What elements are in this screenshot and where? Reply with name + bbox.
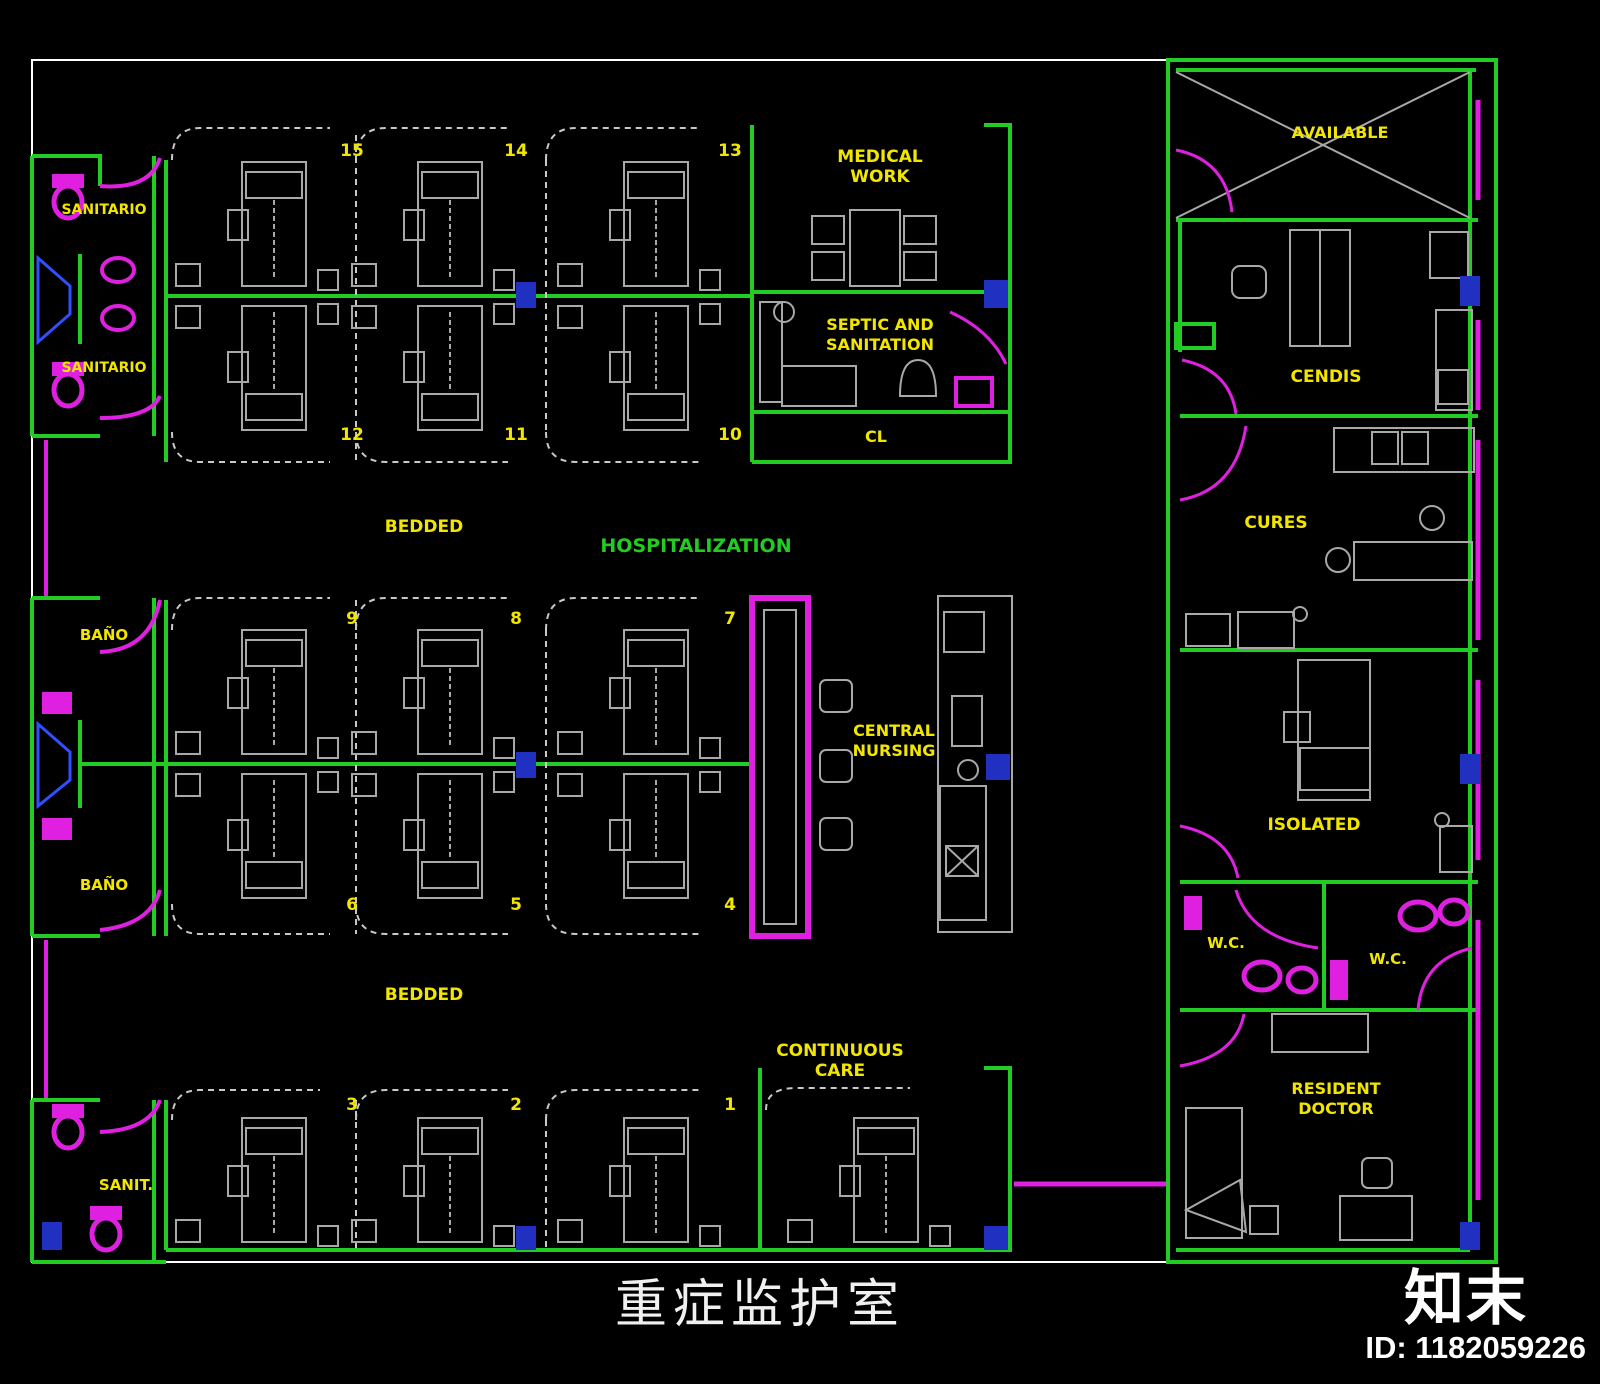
medical-work-furniture (759, 209, 938, 407)
label-resident-doctor-2: DOCTOR (1298, 1099, 1373, 1118)
bed-number: 3 (346, 1095, 358, 1115)
label-hospitalization: HOSPITALIZATION (600, 535, 791, 557)
curtains-bottom (171, 1087, 910, 1248)
label-sanit: SANIT. (99, 1176, 153, 1194)
column (516, 282, 536, 308)
label-wc-right: W.C. (1369, 950, 1407, 968)
column (516, 752, 536, 778)
right-wing (1166, 58, 1498, 1264)
label-cures: CURES (1244, 513, 1307, 533)
label-medical-work-2: WORK (850, 167, 910, 187)
bed-number: 5 (510, 895, 522, 915)
bed-block-top (164, 123, 1012, 464)
label-continuous-care-1: CONTINUOUS (776, 1041, 904, 1061)
label-cl: CL (865, 427, 887, 446)
bed-number: 2 (510, 1095, 522, 1115)
label-sanitario-mid: SANITARIO (61, 360, 146, 376)
curtains-top (171, 127, 700, 463)
label-bedded-bottom: BEDDED (385, 985, 464, 1005)
label-central-nursing-1: CENTRAL (853, 721, 935, 740)
label-septic-1: SEPTIC AND (826, 315, 933, 334)
bed-number: 8 (510, 609, 522, 629)
label-continuous-care-2: CARE (815, 1061, 865, 1081)
label-cendis: CENDIS (1291, 367, 1362, 387)
bed-number: 9 (346, 609, 358, 629)
bed-block-middle (80, 600, 750, 936)
label-bano-top: BAÑO (80, 625, 128, 644)
beds-bottom (175, 1117, 951, 1247)
column (984, 280, 1008, 308)
bed-number: 13 (718, 141, 742, 161)
bed-number: 12 (340, 425, 364, 445)
room-labels: MEDICAL WORK SEPTIC AND SANITATION CL BE… (61, 123, 1406, 1194)
label-wc-left: W.C. (1207, 934, 1245, 952)
label-central-nursing-2: NURSING (853, 741, 936, 760)
bed-number: 10 (718, 425, 742, 445)
bed-number: 14 (504, 141, 528, 161)
sink-fixture (954, 376, 994, 408)
bed-number: 7 (724, 609, 736, 629)
label-bano-bottom: BAÑO (80, 875, 128, 894)
bed-number: 6 (346, 895, 358, 915)
label-resident-doctor-1: RESIDENT (1291, 1079, 1380, 1098)
curtains-middle (171, 597, 700, 935)
bed-block-bottom (164, 1066, 1012, 1252)
watermark-logo: 知末 (1404, 1264, 1528, 1334)
image-id: ID: 1182059226 (1365, 1330, 1586, 1365)
label-isolated: ISOLATED (1267, 815, 1360, 835)
label-sanitario-top: SANITARIO (61, 202, 146, 218)
central-nursing (749, 595, 1013, 939)
label-bedded-top: BEDDED (385, 517, 464, 537)
bed-number: 1 (724, 1095, 736, 1115)
label-available: AVAILABLE (1292, 123, 1389, 142)
column (984, 1226, 1008, 1250)
bed-numbers: 15 14 13 12 11 10 9 8 7 6 5 4 3 2 1 (340, 141, 742, 1115)
bed-number: 15 (340, 141, 364, 161)
left-washrooms (30, 154, 166, 1264)
drawing-title: 重症监护室 (614, 1275, 905, 1335)
label-septic-2: SANITATION (826, 335, 934, 354)
bed-number: 11 (504, 425, 528, 445)
label-medical-work-1: MEDICAL (837, 147, 923, 167)
door-swing (949, 310, 1008, 365)
bed-number: 4 (724, 895, 736, 915)
column (516, 1226, 536, 1250)
